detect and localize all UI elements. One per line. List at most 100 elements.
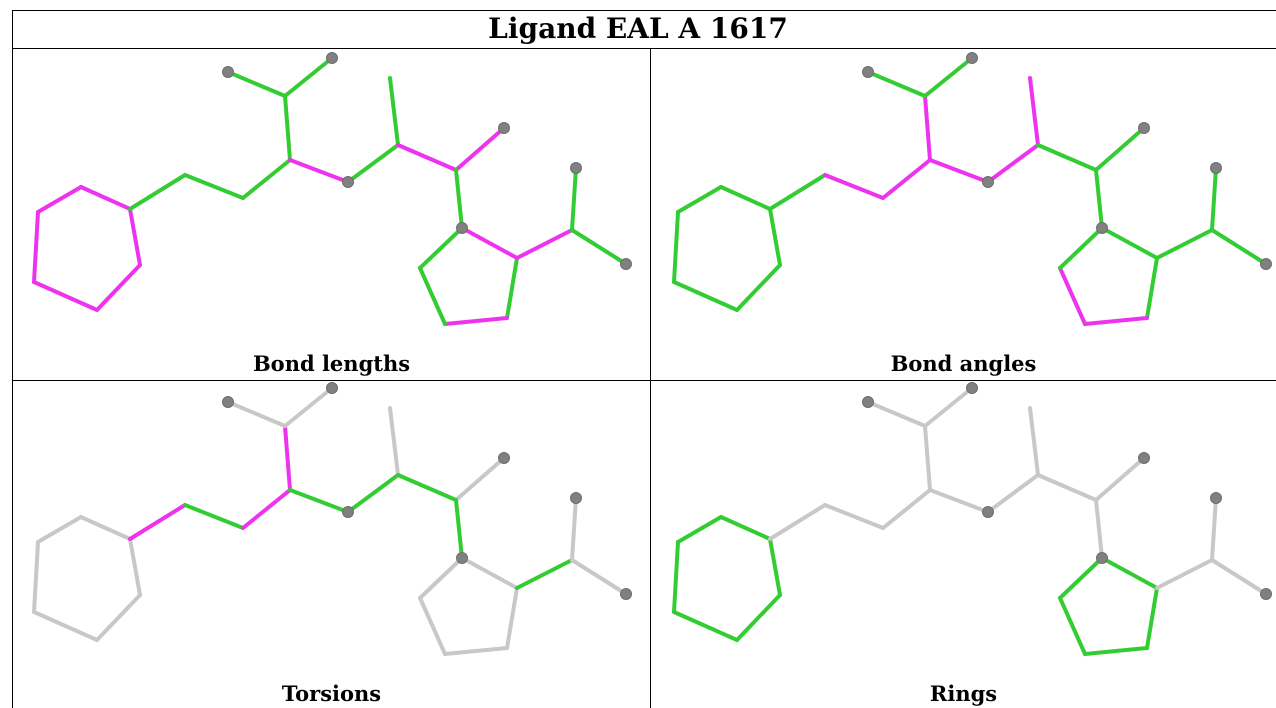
- bond-cb-o2: [283, 56, 334, 98]
- bond-cx-o4: [570, 166, 578, 232]
- bond-r3-r4: [1083, 316, 1149, 326]
- bond-cc-cd: [396, 143, 458, 172]
- bond-cc-cm: [388, 406, 400, 477]
- bond-n-cc: [986, 143, 1040, 184]
- bond-cd-o3: [1094, 456, 1146, 502]
- bond-ch2-ca: [881, 158, 932, 200]
- bond-cb-o2: [923, 56, 974, 98]
- bond-ph5-ph6: [32, 280, 99, 312]
- bond-ph2-ph3: [719, 185, 772, 211]
- bond-r4-r5: [1058, 596, 1087, 656]
- bond-ch1-ch2: [823, 503, 885, 530]
- atom-o5: [1260, 588, 1272, 600]
- atom-o1: [222, 396, 234, 408]
- bond-cd-o3: [1094, 126, 1146, 172]
- atom-o2: [966, 382, 978, 394]
- bond-cd-r1: [1094, 498, 1104, 560]
- bond-ph1-ph2: [676, 515, 723, 544]
- atom-n: [982, 506, 994, 518]
- bond-r2-r3: [1145, 586, 1159, 650]
- bond-r2-cx: [515, 228, 574, 260]
- bond-ph4-ph5: [95, 263, 142, 312]
- bond-cd-r1: [454, 498, 464, 560]
- atom-o5: [620, 258, 632, 270]
- bond-ch1-ch2: [823, 173, 885, 200]
- atom-r1: [1096, 552, 1108, 564]
- bond-cb-o2: [283, 386, 334, 428]
- molecule-bond-angles: [672, 52, 1272, 326]
- table-grid: [12, 10, 1276, 708]
- bond-cb-o1: [226, 70, 287, 98]
- panel-label-rings: Rings: [929, 681, 998, 706]
- bond-r1-r2: [460, 556, 519, 590]
- panel-label-torsions: Torsions: [281, 681, 382, 706]
- bond-r5-r1: [1058, 556, 1104, 600]
- atom-r1: [456, 222, 468, 234]
- bond-cb-o1: [866, 400, 927, 428]
- atom-o2: [326, 52, 338, 64]
- bond-cx-o5: [570, 228, 628, 266]
- bond-cx-o4: [1210, 166, 1218, 232]
- bond-ch1-ch2: [183, 503, 245, 530]
- bond-r4-r5: [418, 266, 447, 326]
- bond-r1-r2: [1100, 226, 1159, 260]
- atom-o1: [222, 66, 234, 78]
- bond-ph3-ph4: [128, 537, 142, 597]
- bond-r5-r1: [1058, 226, 1104, 270]
- bond-n-cc: [986, 473, 1040, 514]
- page-title: Ligand EAL A 1617: [488, 12, 788, 45]
- bond-ca-cb: [283, 424, 292, 492]
- bond-r3-r4: [443, 316, 509, 326]
- atom-r1: [1096, 222, 1108, 234]
- bond-ph1-ph2: [676, 185, 723, 214]
- molecule-bond-lengths: [32, 52, 632, 326]
- atom-o4: [570, 162, 582, 174]
- bond-cb-o1: [866, 70, 927, 98]
- bond-ph1-ph2: [36, 515, 83, 544]
- bond-cc-cm: [1028, 406, 1040, 477]
- bond-ph3-ch1: [768, 503, 827, 541]
- bond-cx-o4: [570, 496, 578, 562]
- bond-cx-o5: [1210, 558, 1268, 596]
- bond-ph4-ph5: [95, 593, 142, 642]
- bond-ph3-ch1: [128, 503, 187, 541]
- bond-r5-r1: [418, 556, 464, 600]
- bond-r2-r3: [1145, 256, 1159, 320]
- bond-ph2-ph3: [79, 515, 132, 541]
- bond-ph6-ph1: [32, 540, 40, 614]
- panel-label-bond-lengths: Bond lengths: [252, 351, 411, 376]
- bond-ph3-ph4: [128, 207, 142, 267]
- molecule-rings: [672, 382, 1272, 656]
- bond-ph5-ph6: [672, 280, 739, 312]
- bond-r1-r2: [460, 226, 519, 260]
- atom-r1: [456, 552, 468, 564]
- bond-r4-r5: [418, 596, 447, 656]
- atom-o1: [862, 66, 874, 78]
- bond-cc-cm: [1028, 76, 1040, 147]
- bond-ph5-ph6: [672, 610, 739, 642]
- bond-n-cc: [346, 473, 400, 514]
- bond-cx-o5: [1210, 228, 1268, 266]
- bond-r2-cx: [1155, 228, 1214, 260]
- bond-r3-r4: [443, 646, 509, 656]
- bond-ph4-ph5: [735, 593, 782, 642]
- bond-ph4-ph5: [735, 263, 782, 312]
- atom-o4: [570, 492, 582, 504]
- bond-cc-cd: [1036, 473, 1098, 502]
- bond-ca-n: [288, 488, 350, 514]
- bond-ch2-ca: [881, 488, 932, 530]
- bond-cc-cd: [396, 473, 458, 502]
- atom-o5: [1260, 258, 1272, 270]
- bond-ph6-ph1: [32, 210, 40, 284]
- atom-n: [342, 506, 354, 518]
- bond-r1-r2: [1100, 556, 1159, 590]
- bond-ph3-ph4: [768, 207, 782, 267]
- bond-cd-r1: [1094, 168, 1104, 230]
- bond-ph3-ch1: [768, 173, 827, 211]
- atom-n: [342, 176, 354, 188]
- atom-o3: [498, 122, 510, 134]
- bond-cb-o2: [923, 386, 974, 428]
- bond-ch1-ch2: [183, 173, 245, 200]
- atom-o2: [326, 382, 338, 394]
- bond-ph2-ph3: [79, 185, 132, 211]
